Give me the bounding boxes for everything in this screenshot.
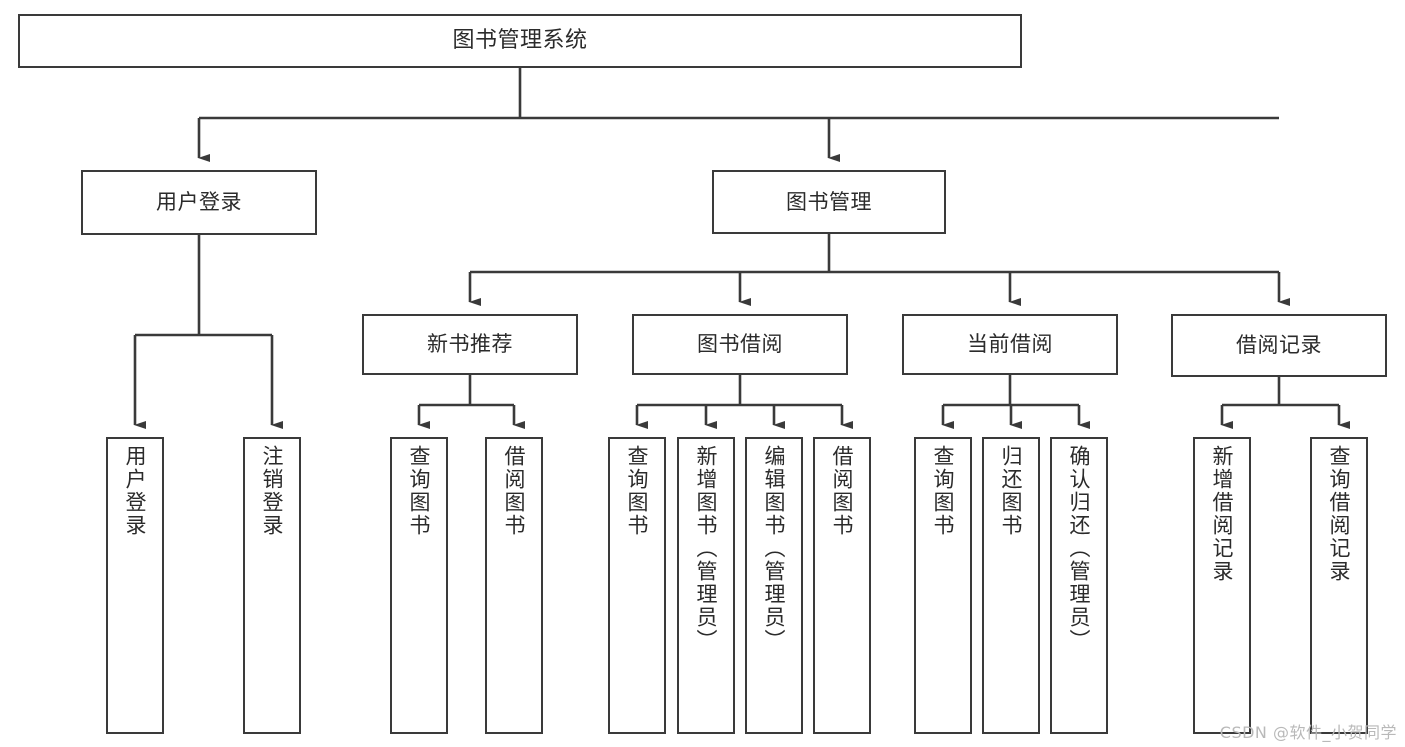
node-label: 新增借阅记录 [1210,445,1235,583]
leaf-borrow-record-add[interactable]: 新增借阅记录 [1193,437,1251,734]
node-label: 用户登录 [123,445,148,537]
node-user-login[interactable]: 用户登录 [81,170,317,235]
leaf-borrow-record-query[interactable]: 查询借阅记录 [1310,437,1368,734]
node-label: 新增图书（管理员） [694,445,719,652]
node-label: 查询图书 [625,445,650,537]
leaf-new-book-query[interactable]: 查询图书 [390,437,448,734]
node-label: 图书借阅 [697,332,783,357]
leaf-user-login-logout[interactable]: 注销登录 [243,437,301,734]
node-label: 图书管理 [786,189,872,214]
leaf-current-borrow-return[interactable]: 归还图书 [982,437,1040,734]
node-book-manage[interactable]: 图书管理 [712,170,946,234]
node-label: 查询借阅记录 [1327,445,1352,583]
node-label: 借阅图书 [830,445,855,537]
node-label: 查询图书 [931,445,956,537]
node-current-borrow[interactable]: 当前借阅 [902,314,1118,375]
node-label: 借阅图书 [502,445,527,537]
node-label: 归还图书 [999,445,1024,537]
node-label: 新书推荐 [427,332,513,357]
node-label: 编辑图书（管理员） [762,445,787,652]
leaf-book-borrow-add[interactable]: 新增图书（管理员） [677,437,735,734]
leaf-book-borrow-borrow[interactable]: 借阅图书 [813,437,871,734]
node-label: 图书管理系统 [452,27,588,53]
leaf-current-borrow-query[interactable]: 查询图书 [914,437,972,734]
node-label: 用户登录 [156,190,242,215]
node-label: 查询图书 [407,445,432,537]
leaf-current-borrow-confirm[interactable]: 确认归还（管理员） [1050,437,1108,734]
node-new-book-recommend[interactable]: 新书推荐 [362,314,578,375]
watermark: CSDN @软件_小贺同学 [1219,723,1397,742]
node-label: 借阅记录 [1236,333,1322,358]
node-root-system[interactable]: 图书管理系统 [18,14,1022,68]
node-label: 确认归还（管理员） [1067,445,1092,652]
leaf-book-borrow-query[interactable]: 查询图书 [608,437,666,734]
node-label: 当前借阅 [967,332,1053,357]
leaf-book-borrow-edit[interactable]: 编辑图书（管理员） [745,437,803,734]
leaf-new-book-borrow[interactable]: 借阅图书 [485,437,543,734]
node-book-borrow[interactable]: 图书借阅 [632,314,848,375]
leaf-user-login-login[interactable]: 用户登录 [106,437,164,734]
node-label: 注销登录 [260,445,285,537]
node-borrow-record[interactable]: 借阅记录 [1171,314,1387,377]
